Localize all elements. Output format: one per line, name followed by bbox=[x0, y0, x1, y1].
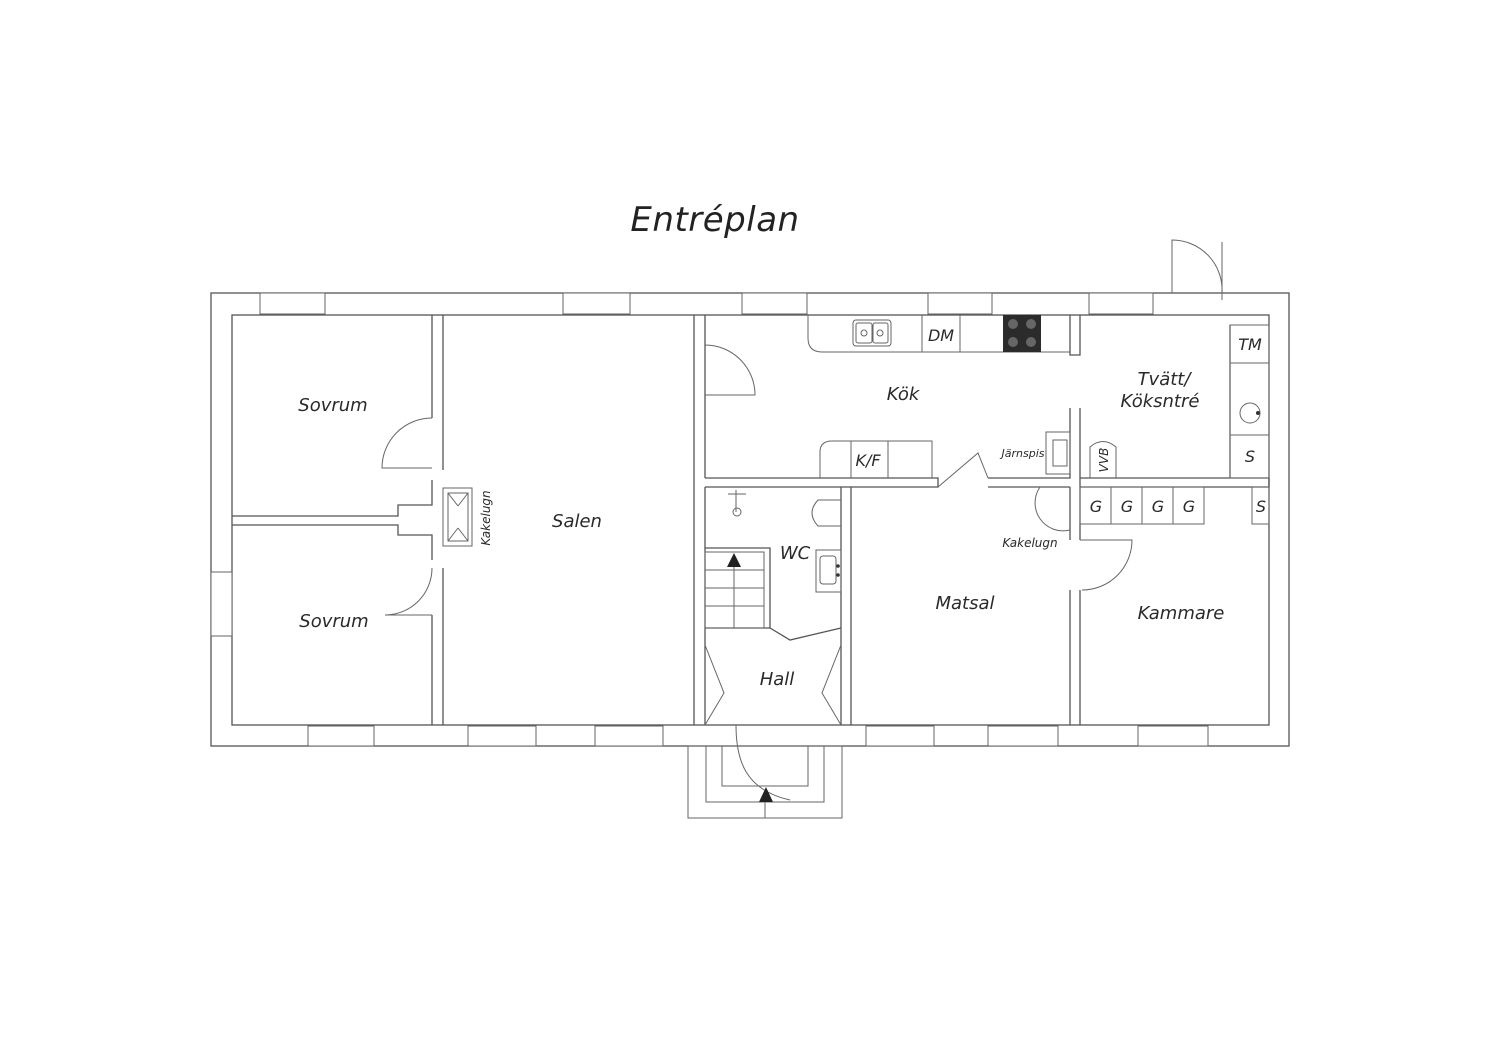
label-g-2: G bbox=[1121, 497, 1133, 516]
hob-icon bbox=[1003, 315, 1041, 352]
room-label-hall: Hall bbox=[760, 669, 795, 690]
tiled-stove-salen bbox=[442, 487, 473, 547]
staircase bbox=[704, 551, 765, 629]
label-kakelugn-matsal: Kakelugn bbox=[1002, 536, 1057, 550]
entrance-arrow-icon bbox=[759, 787, 773, 802]
outer-walls bbox=[210, 292, 1290, 747]
label-jarnspis: Järnspis bbox=[1000, 447, 1045, 460]
room-label-salen: Salen bbox=[552, 511, 602, 532]
entrance-steps bbox=[687, 724, 843, 819]
label-g-3: G bbox=[1152, 497, 1164, 516]
stair-arrow-icon bbox=[727, 553, 741, 567]
label-s-tvatt: S bbox=[1245, 447, 1255, 466]
wc-fixtures bbox=[728, 490, 842, 593]
room-label-sovrum-bottom: Sovrum bbox=[299, 611, 368, 632]
room-label-wc: WC bbox=[780, 543, 811, 564]
label-s-kammare: S bbox=[1256, 497, 1266, 516]
cupboards bbox=[1079, 486, 1270, 525]
label-tm: TM bbox=[1238, 335, 1262, 354]
interior-walls bbox=[232, 315, 1270, 725]
room-label-kammare: Kammare bbox=[1138, 603, 1225, 624]
room-label-sovrum-top: Sovrum bbox=[298, 395, 367, 416]
label-kakelugn-salen: Kakelugn bbox=[479, 490, 493, 545]
room-label-matsal: Matsal bbox=[935, 593, 994, 614]
laundry-fixtures bbox=[1089, 324, 1270, 479]
label-vvb: VVB bbox=[1097, 448, 1111, 473]
label-g-4: G bbox=[1183, 497, 1195, 516]
windows bbox=[210, 292, 1209, 747]
room-label-kok: Kök bbox=[887, 384, 921, 405]
label-g-1: G bbox=[1090, 497, 1102, 516]
room-label-tvatt: Tvätt/ bbox=[1138, 369, 1193, 390]
kitchen-counter bbox=[807, 315, 1071, 478]
label-kf: K/F bbox=[855, 451, 881, 470]
plan-title: Entréplan bbox=[630, 200, 800, 240]
label-dm: DM bbox=[928, 326, 954, 345]
doors bbox=[381, 239, 1223, 726]
room-label-koksntre: Köksntré bbox=[1121, 391, 1200, 412]
